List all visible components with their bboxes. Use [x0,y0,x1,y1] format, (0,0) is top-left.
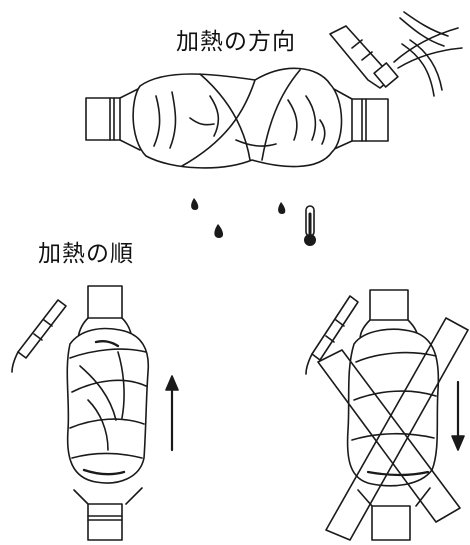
horizontal-pipe-assembly [85,67,389,169]
crossing-wrap-bands [317,317,469,541]
vertical-pipe-right [346,289,440,541]
heating-order-label: 加熱の順 [38,241,134,267]
arrow-up-icon [165,375,179,452]
heat-gun-icon [305,295,359,375]
heat-gun-icon [329,11,463,97]
pipe-end-right [331,87,389,151]
arrow-down-icon [451,380,465,451]
shrink-wrap-horizontal [132,67,343,169]
thermometer-icon [304,205,316,246]
pipe-end-left [85,87,141,151]
heat-gun-icon [11,299,67,373]
heating-direction-label: 加熱の方向 [176,29,296,55]
water-drop-icon [191,198,286,238]
vertical-pipe-left [66,285,150,541]
